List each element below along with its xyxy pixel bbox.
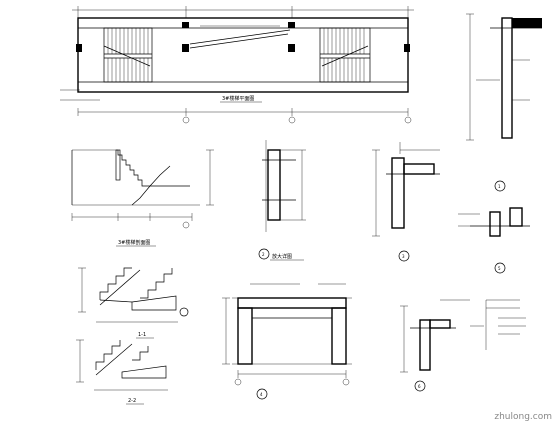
detail-enlarged: 2 放大详图 xyxy=(258,140,306,261)
watermark: zhulong.com xyxy=(494,412,552,422)
detail-node-3: 3 xyxy=(372,142,440,262)
detail-beam-5: 5 xyxy=(458,207,530,274)
stair-detail-upper: 1-1 xyxy=(78,267,189,339)
stair-1-caption: 1-1 xyxy=(138,332,146,338)
detail-2-caption: 放大详图 xyxy=(272,253,292,260)
stair-section: 3#楼梯剖面图 xyxy=(71,149,214,247)
stair-detail-lower: 2-2 xyxy=(76,339,168,405)
detail-frame-4: 4 xyxy=(222,283,352,400)
note-block xyxy=(470,299,526,350)
callout-5: 5 xyxy=(498,266,501,271)
stair-2-caption: 2-2 xyxy=(128,398,136,404)
section-caption: 3#楼梯剖面图 xyxy=(118,239,150,246)
callout-3: 3 xyxy=(402,254,405,259)
detail-wall-1: 1 xyxy=(466,13,542,192)
plan-caption: 3#楼梯平面图 xyxy=(222,95,254,102)
callout-2: 2 xyxy=(262,252,265,257)
stair-plan: 3#楼梯平面图 xyxy=(60,6,414,124)
callout-4: 4 xyxy=(260,392,263,397)
callout-6: 6 xyxy=(418,384,421,389)
detail-node-6: 6 xyxy=(400,299,470,392)
callout-1: 1 xyxy=(498,184,501,189)
